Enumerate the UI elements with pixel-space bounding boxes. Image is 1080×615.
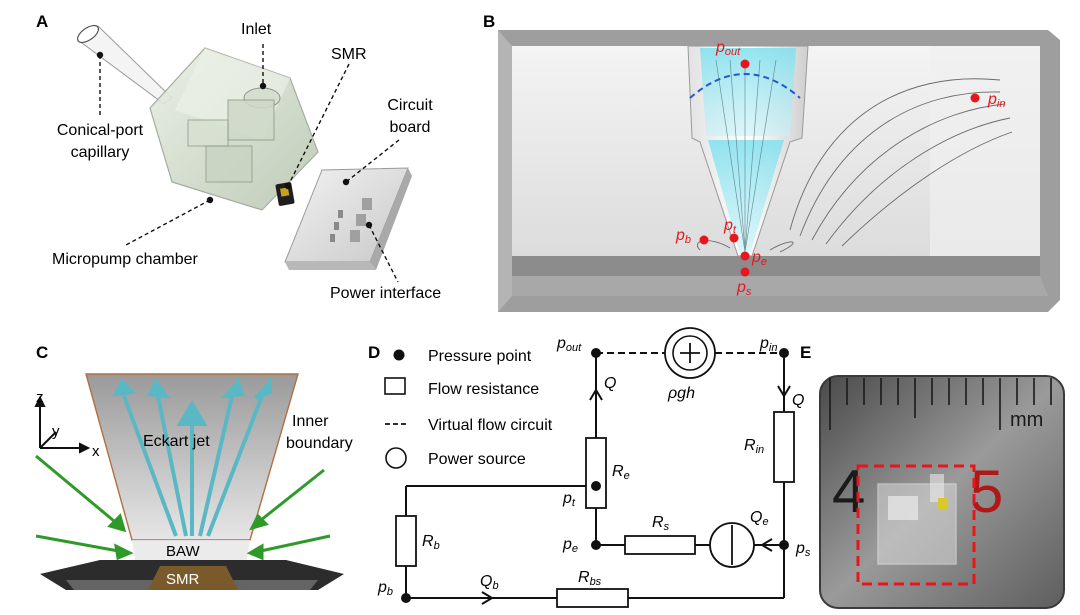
capillary-drawing bbox=[76, 24, 173, 105]
device-block bbox=[877, 474, 957, 565]
panel-b: B bbox=[483, 12, 1060, 312]
label-q-left: Q bbox=[604, 375, 616, 392]
inner-boundary-arrows bbox=[35, 454, 331, 561]
node-pout: pout bbox=[556, 335, 582, 354]
label-smr-c: SMR bbox=[166, 571, 200, 588]
ruler-number-5: 5 bbox=[970, 458, 1003, 525]
arrow-q-down bbox=[777, 385, 791, 398]
label-power-interface: Power interface bbox=[330, 285, 441, 302]
label-inner-line2: boundary bbox=[286, 435, 353, 452]
legend-circle-symbol bbox=[385, 447, 407, 469]
label-rin: Rin bbox=[744, 437, 764, 456]
label-rhogh: ρgh bbox=[667, 385, 695, 402]
label-inner-line1: Inner bbox=[292, 413, 329, 430]
label-baw: BAW bbox=[166, 543, 200, 560]
label-inlet: Inlet bbox=[241, 21, 272, 38]
circuit-nodes bbox=[401, 348, 789, 603]
panel-a-letter: A bbox=[36, 12, 48, 31]
circuit-board-drawing bbox=[284, 167, 412, 270]
legend-flow-resistance: Flow resistance bbox=[428, 381, 539, 398]
label-smr-a: SMR bbox=[331, 46, 367, 63]
resistor-re bbox=[585, 437, 607, 509]
ruler-number-4: 4 bbox=[832, 458, 865, 525]
axis-x: x bbox=[92, 443, 100, 460]
legend-virtual-flow: Virtual flow circuit bbox=[428, 417, 553, 434]
axis-y: y bbox=[52, 423, 60, 440]
panel-c-letter: C bbox=[36, 343, 48, 362]
panel-a: A bbox=[36, 12, 441, 302]
label-b-ps: ps bbox=[736, 279, 752, 298]
resistor-rs bbox=[624, 535, 696, 555]
node-pt: pt bbox=[562, 490, 576, 509]
arrow-qe-left bbox=[760, 538, 773, 552]
panel-e-letter: E bbox=[800, 343, 811, 362]
source-rhogh bbox=[664, 327, 716, 379]
node-pe: pe bbox=[562, 536, 578, 555]
resistor-rbs bbox=[556, 588, 629, 608]
panel-e: E mm 4 5 bbox=[800, 343, 1065, 609]
panel-a-leaders bbox=[99, 44, 400, 283]
panel-a-leader-dots bbox=[96, 51, 373, 229]
label-b-pin: pin bbox=[987, 91, 1005, 110]
node-ps: ps bbox=[795, 540, 811, 559]
panel-b-letter: B bbox=[483, 12, 495, 31]
label-rb: Rb bbox=[422, 533, 440, 552]
ruler-ticks bbox=[829, 378, 1052, 430]
label-circuit-line1: Circuit bbox=[387, 97, 433, 114]
label-rbs: Rbs bbox=[578, 569, 602, 588]
panel-c: C bbox=[34, 343, 353, 590]
panel-d-letter: D bbox=[368, 343, 380, 362]
resistors bbox=[395, 411, 795, 608]
resistor-rin bbox=[773, 411, 795, 483]
arrow-qb-right bbox=[481, 591, 494, 605]
legend-power-source: Power source bbox=[428, 451, 526, 468]
legend-dot-symbol bbox=[393, 349, 405, 361]
source-qe bbox=[709, 522, 755, 568]
arrow-q-up bbox=[589, 388, 603, 401]
label-rs: Rs bbox=[652, 514, 670, 533]
label-capillary-line1: Conical-port bbox=[57, 122, 144, 139]
label-b-pout: pout bbox=[715, 39, 741, 58]
label-b-pe: pe bbox=[751, 249, 767, 268]
label-qb: Qb bbox=[480, 573, 499, 592]
nozzle-drawing bbox=[687, 45, 809, 257]
micropump-chamber-drawing bbox=[149, 47, 319, 211]
axis-triad bbox=[34, 395, 91, 454]
label-capillary-line2: capillary bbox=[71, 144, 130, 161]
eckart-jet-arrows bbox=[112, 376, 272, 537]
label-b-pb: pb bbox=[675, 227, 691, 246]
label-qe: Qe bbox=[750, 509, 769, 528]
resistor-rb bbox=[395, 515, 417, 567]
streamlines bbox=[697, 78, 1013, 253]
legend-pressure-point: Pressure point bbox=[428, 348, 532, 365]
region-highlight-box bbox=[856, 464, 976, 586]
legend-box-symbol bbox=[384, 377, 406, 395]
legend: Pressure point Flow resistance Virtual f… bbox=[384, 348, 553, 469]
flow-arrows bbox=[481, 385, 791, 605]
label-circuit-line2: board bbox=[390, 119, 431, 136]
panel-d: D Pressure point Flow resistance Virtual… bbox=[368, 327, 811, 608]
axis-z: z bbox=[36, 389, 44, 406]
ruler-unit: mm bbox=[1010, 409, 1043, 431]
panel-b-pressure-dots bbox=[699, 59, 980, 277]
node-pb: pb bbox=[377, 579, 393, 598]
label-micropump: Micropump chamber bbox=[52, 251, 199, 268]
device-photo: mm 4 5 bbox=[819, 375, 1065, 609]
label-q-right: Q bbox=[792, 392, 804, 409]
label-re: Re bbox=[612, 463, 630, 482]
node-pin: pin bbox=[759, 335, 777, 354]
label-b-pt: pt bbox=[723, 217, 737, 236]
label-eckart-jet: Eckart jet bbox=[143, 433, 210, 450]
